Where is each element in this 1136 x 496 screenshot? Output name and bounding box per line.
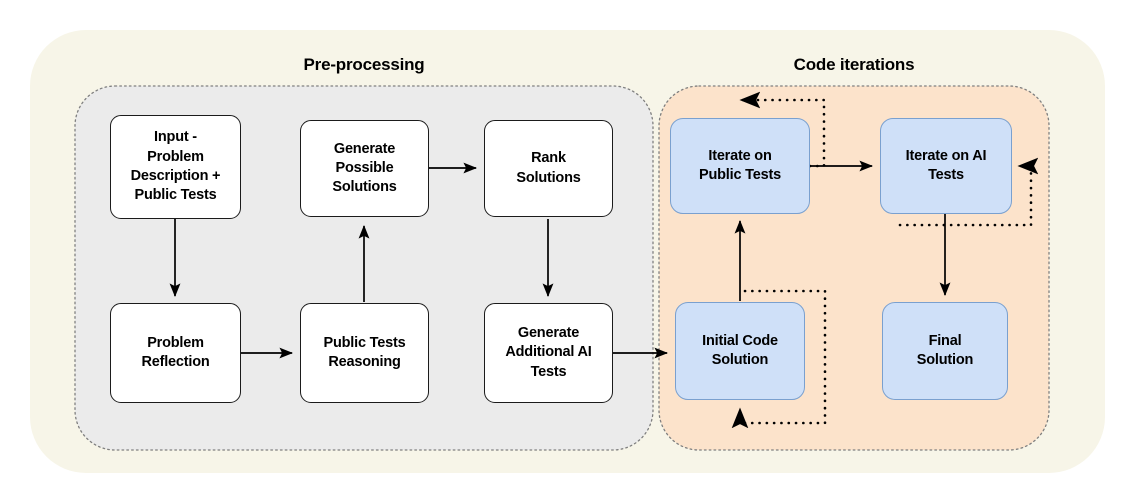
node-generate-possible-solutions-label: Generate Possible Solutions bbox=[332, 140, 397, 196]
edge-loop-initial-code-solution bbox=[731, 289, 827, 429]
edge-loop-iterate-public-tests bbox=[739, 91, 826, 168]
group-title-code-iterations: Code iterations bbox=[793, 55, 915, 74]
node-rank-solutions-label: Rank Solutions bbox=[516, 150, 581, 186]
node-generate-additional-ai-tests-label: Generate Additional AI Tests bbox=[505, 325, 592, 380]
node-problem-reflection-label: Problem Reflection bbox=[141, 334, 210, 370]
node-rank-solutions[interactable]: Rank Solutions bbox=[484, 120, 613, 217]
node-iterate-on-ai-tests[interactable]: Iterate on AI Tests bbox=[880, 118, 1012, 214]
node-iterate-on-public-tests[interactable]: Iterate on Public Tests bbox=[670, 118, 810, 214]
node-input-problem-label: Input - Problem Description + Public Tes… bbox=[130, 129, 221, 204]
group-title-preprocessing: Pre-processing bbox=[303, 55, 425, 74]
node-iterate-on-public-tests-label: Iterate on Public Tests bbox=[699, 147, 781, 183]
node-problem-reflection[interactable]: Problem Reflection bbox=[110, 303, 241, 403]
edge-loop-iterate-ai-tests bbox=[898, 157, 1039, 227]
node-initial-code-solution-label: Initial Code Solution bbox=[702, 332, 778, 368]
node-final-solution[interactable]: Final Solution bbox=[882, 302, 1008, 400]
node-public-tests-reasoning-label: Public Tests Reasoning bbox=[323, 334, 406, 370]
node-generate-possible-solutions[interactable]: Generate Possible Solutions bbox=[300, 120, 429, 217]
node-final-solution-label: Final Solution bbox=[916, 332, 974, 368]
node-generate-additional-ai-tests[interactable]: Generate Additional AI Tests bbox=[484, 303, 613, 403]
node-public-tests-reasoning[interactable]: Public Tests Reasoning bbox=[300, 303, 429, 403]
node-iterate-on-ai-tests-label: Iterate on AI Tests bbox=[905, 147, 987, 183]
node-input-problem[interactable]: Input - Problem Description + Public Tes… bbox=[110, 115, 241, 219]
node-initial-code-solution[interactable]: Initial Code Solution bbox=[675, 302, 805, 400]
